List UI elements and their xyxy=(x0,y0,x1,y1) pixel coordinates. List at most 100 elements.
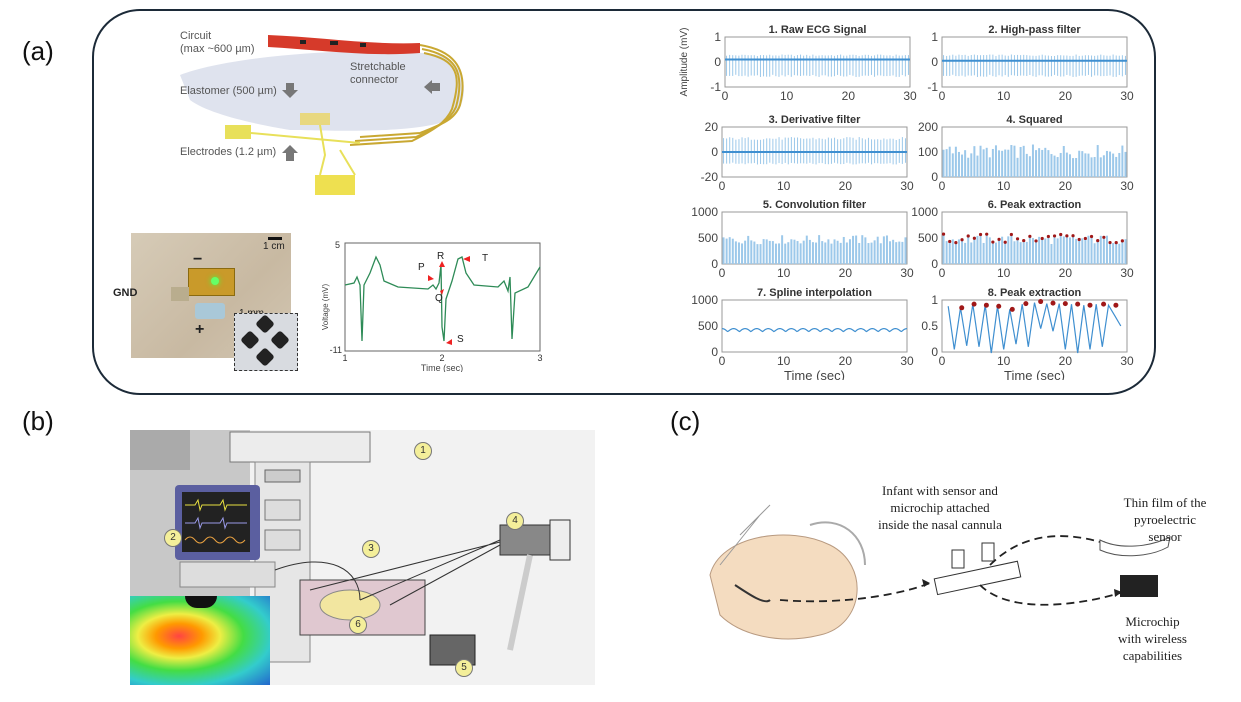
subplot-title: 8. Peak extraction xyxy=(988,287,1082,299)
subplot-frame xyxy=(941,126,1128,178)
panel-label-a: (a) xyxy=(22,36,54,66)
x-tick-label: 0 xyxy=(719,179,726,193)
thermal-image-inset xyxy=(130,596,270,685)
y-axis-label: Amplitude (mV) xyxy=(679,28,690,97)
callout-2: 2 xyxy=(164,529,182,547)
peak-marker xyxy=(1075,301,1081,307)
signal-line xyxy=(947,302,1122,354)
dashed-arrow-3 xyxy=(979,584,1121,606)
thermal-camera xyxy=(499,524,556,556)
peak-marker xyxy=(1009,232,1013,237)
film-caption-line: pyroelectric xyxy=(1133,512,1197,527)
subplot-title: 1. Raw ECG Signal xyxy=(769,24,867,36)
peak-marker xyxy=(1046,234,1050,239)
stretchable-label: Stretchable xyxy=(350,61,406,73)
peak-marker xyxy=(948,239,952,244)
y-tick-label: 1000 xyxy=(691,205,718,219)
peak-marker xyxy=(1071,234,1075,238)
cannula-scene xyxy=(709,504,1171,640)
peak-marker xyxy=(1108,240,1112,245)
ecg-plot: Voltage (mV) 5 -11 1 2 3 Time (sec) P R … xyxy=(318,237,548,373)
peak-marker xyxy=(1120,239,1124,243)
peak-marker xyxy=(972,236,976,240)
peak-marker xyxy=(1062,301,1068,307)
x-tick-label: 0 xyxy=(719,354,726,368)
film-caption-line: sensor xyxy=(1148,529,1182,544)
electrode-zoom-inset xyxy=(234,313,298,371)
peak-marker xyxy=(985,232,989,236)
dashed-arrow-1 xyxy=(779,582,931,603)
infant-caption-line: inside the nasal cannula xyxy=(878,517,1002,532)
y-tick-label: 500 xyxy=(698,319,718,333)
peak-marker xyxy=(1114,240,1118,245)
x-tick-label: 10 xyxy=(777,354,791,368)
callout-4: 4 xyxy=(506,512,524,530)
y-tick-label: 0 xyxy=(931,170,938,184)
x-axis-label: Time (sec) xyxy=(1004,368,1065,380)
x-tick-label: 10 xyxy=(997,89,1011,103)
peak-marker xyxy=(1009,306,1015,312)
infant-caption-line: Infant with sensor and xyxy=(882,483,998,498)
x-tick-label: 0 xyxy=(939,89,946,103)
callout-5: 5 xyxy=(455,659,473,677)
y-tick-label: 1 xyxy=(931,30,938,44)
ecg-plot-svg: Voltage (mV) 5 -11 1 2 3 Time (sec) P R … xyxy=(321,240,543,373)
ecg-x-tick: 3 xyxy=(537,353,542,363)
y-tick-label: -1 xyxy=(710,80,721,94)
x-tick-label: 30 xyxy=(900,354,914,368)
peak-marker xyxy=(997,237,1001,241)
y-tick-label: 0 xyxy=(931,257,938,271)
y-tick-label: 1 xyxy=(714,30,721,44)
infant-caption-line: microchip attached xyxy=(890,500,990,515)
scale-1cm-label: 1 cm xyxy=(263,241,285,252)
gnd-pad xyxy=(171,287,189,301)
ecg-trace xyxy=(344,255,541,342)
pyroelectric-film xyxy=(1099,536,1171,557)
subplot-title: 4. Squared xyxy=(1006,114,1062,126)
arrow-p xyxy=(428,275,434,281)
elastomer-label: Elastomer (500 µm) xyxy=(180,85,277,97)
subplot-frame xyxy=(941,211,1128,265)
peak-marker xyxy=(1015,237,1020,241)
x-tick-label: 10 xyxy=(777,266,791,280)
y-tick-label: 0 xyxy=(711,257,718,271)
arrow-q xyxy=(440,289,444,295)
panel-label-c: (c) xyxy=(670,406,701,436)
chip-caption: Microchip with wireless capabilities xyxy=(1100,613,1205,664)
x-tick-label: 30 xyxy=(1120,266,1134,280)
film-caption: Thin film of the pyroelectric sensor xyxy=(1100,494,1230,545)
y-tick-label: -20 xyxy=(701,170,719,184)
arrow-t xyxy=(463,256,470,262)
y-tick-label: 0 xyxy=(714,55,721,69)
plus-label: + xyxy=(195,321,205,338)
ecg-label-q: Q xyxy=(435,293,443,304)
x-tick-label: 0 xyxy=(719,266,726,280)
y-tick-label: 1000 xyxy=(911,205,938,219)
x-tick-label: 30 xyxy=(903,89,917,103)
infant-head xyxy=(709,534,858,640)
callout-3: 3 xyxy=(362,540,380,558)
callout-6: 6 xyxy=(349,616,367,634)
peak-marker xyxy=(1101,301,1107,307)
x-tick-label: 30 xyxy=(1120,179,1134,193)
peak-marker xyxy=(959,305,965,311)
peak-marker xyxy=(1028,234,1032,238)
ecg-x-tick: 1 xyxy=(342,353,347,363)
x-tick-label: 10 xyxy=(777,179,791,193)
led-glow xyxy=(211,277,219,285)
microchip xyxy=(1120,575,1158,597)
subplot-frame xyxy=(721,299,908,353)
device-illustration xyxy=(180,35,464,195)
circuit-thickness-label: (max ~600 µm) xyxy=(180,43,255,55)
subplot-frame xyxy=(724,36,911,88)
x-tick-label: 10 xyxy=(997,354,1011,368)
subplot-title: 5. Convolution filter xyxy=(763,199,867,211)
y-tick-label: 0 xyxy=(931,345,938,359)
peak-marker xyxy=(1003,240,1007,244)
x-tick-label: 30 xyxy=(900,266,914,280)
peak-marker xyxy=(1022,238,1026,243)
x-tick-label: 30 xyxy=(900,179,914,193)
y-tick-label: 0 xyxy=(931,55,938,69)
ecg-x-tick: 2 xyxy=(439,353,444,363)
y-tick-label: 1 xyxy=(931,293,938,307)
